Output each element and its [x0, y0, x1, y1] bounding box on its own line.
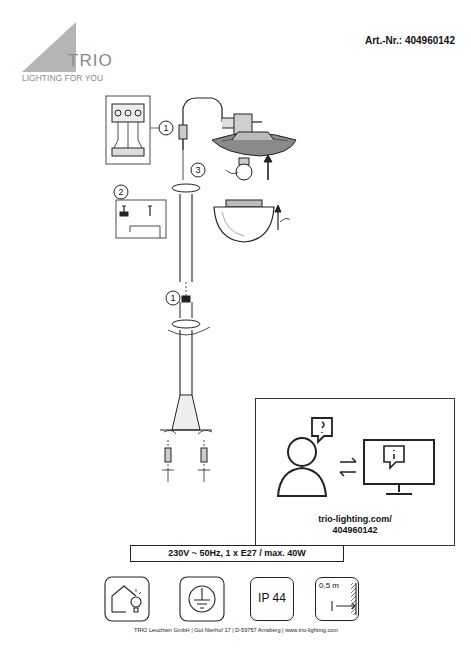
footer-address: TRIO Leuchten GmbH | Gut Nierhof 17 | D-… [134, 628, 338, 634]
wiring-detail [106, 96, 162, 164]
base [160, 395, 212, 482]
callout-number: 1 [163, 124, 168, 133]
globe [214, 200, 290, 242]
distance-box: 0,5 m [315, 577, 359, 621]
product-icons [105, 577, 356, 621]
spec-box: 230V ~ 50Hz, 1 x E27 / max. 40W [130, 545, 344, 562]
article-number: Art.-Nr.: 404960142 [365, 36, 455, 46]
logo-triangle [22, 22, 76, 72]
node-text: IP 44 [258, 591, 286, 607]
node-text: 404960142 [332, 525, 377, 537]
pole [168, 125, 210, 395]
brand-slogan: LIGHTING FOR YOU [22, 74, 103, 83]
node-text: trio-lighting.com/ [318, 514, 392, 526]
callout-number: 1 [170, 294, 175, 303]
node-text: 230V ~ 50Hz, 1 x E27 / max. 40W [168, 548, 305, 560]
callout-circles [114, 121, 205, 305]
connector-detail [116, 200, 166, 238]
info-box: trio-lighting.com/404960142 [255, 398, 455, 546]
callout-number: 3 [195, 166, 200, 175]
bulb [226, 155, 272, 180]
ip-rating-box: IP 44 [250, 577, 294, 621]
brand-name: TRIO [68, 52, 113, 69]
lamp-head [183, 98, 296, 156]
callout-number: 2 [118, 188, 123, 197]
node-text: 0,5 m [319, 581, 339, 591]
info-icons [278, 418, 434, 496]
